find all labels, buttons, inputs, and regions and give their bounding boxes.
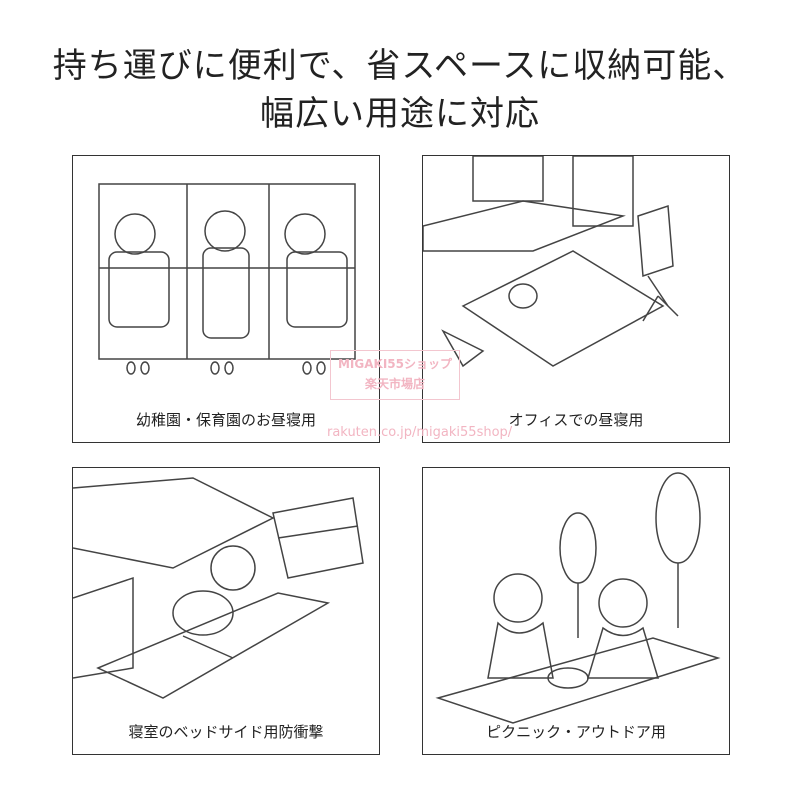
panel-caption: オフィスでの昼寝用 xyxy=(508,411,644,429)
picnic-illustration xyxy=(435,472,721,724)
panel-office-nap: オフィスでの昼寝用 xyxy=(422,155,730,443)
watermark-box: MIGAKI55ショップ 楽天市場店 xyxy=(330,350,460,400)
panel-caption: 寝室のベッドサイド用防衝撃 xyxy=(128,723,324,741)
panel-bedside: 寝室のベッドサイド用防衝撃 xyxy=(72,467,380,755)
headline-line-1: 持ち運びに便利で、省スペースに収納可能、 xyxy=(52,46,748,86)
headline-line-2: 幅広い用途に対応 xyxy=(260,94,540,134)
bedside-baby-illustration xyxy=(73,477,364,699)
watermark-shop: MIGAKI55ショップ xyxy=(337,357,452,371)
kids-sleeping-illustration xyxy=(98,183,356,375)
watermark-url: rakuten.co.jp/migaki55shop/ xyxy=(327,425,513,440)
panel-picnic: ピクニック・アウトドア用 xyxy=(422,467,730,755)
watermark-store: 楽天市場店 xyxy=(364,377,425,391)
panel-kindergarten-nap: 幼稚園・保育園のお昼寝用 xyxy=(72,155,380,443)
panel-caption: ピクニック・アウトドア用 xyxy=(486,723,666,741)
office-nap-illustration xyxy=(423,156,679,368)
panel-caption: 幼稚園・保育園のお昼寝用 xyxy=(135,411,316,429)
